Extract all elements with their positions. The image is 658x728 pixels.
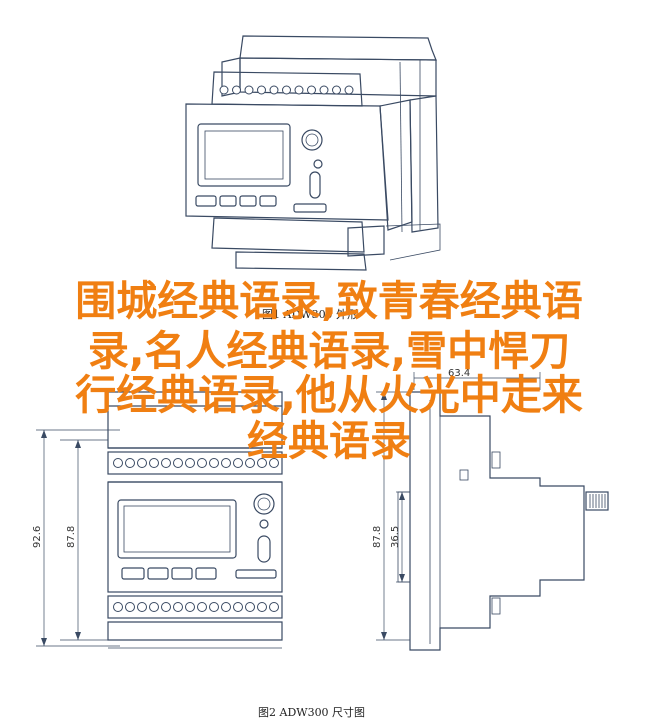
terminal-screw [221, 458, 231, 468]
overlay-line-3: 行经典语录,他从火光中走来 [75, 371, 583, 419]
terminal-screw [245, 602, 255, 612]
terminal-screw [257, 85, 266, 95]
dim-side-width: 63.4 [448, 368, 470, 379]
terminal-screw [113, 602, 123, 612]
terminal-screw [161, 602, 171, 612]
terminal-screw [209, 602, 219, 612]
dim-height-outer: 92.6 [32, 526, 43, 548]
dimension-lines-front [36, 429, 120, 647]
terminal-screw [319, 85, 329, 95]
terminal-screw [209, 458, 219, 468]
figure1-caption: 图1 ADW300 外形 [262, 308, 358, 321]
terminal-screw [233, 602, 243, 612]
terminal-screw [173, 458, 183, 468]
overlay-line-1: 围城经典语录,致青春经典语 [75, 277, 583, 325]
terminal-screw [269, 85, 279, 95]
device-3d-view [185, 35, 441, 271]
terminal-screw [137, 602, 147, 612]
terminal-screw [332, 85, 341, 95]
terminal-screw [257, 458, 267, 468]
dimension-lines-side [376, 372, 541, 641]
terminal-screw [307, 85, 316, 95]
terminal-screw [232, 85, 241, 95]
terminal-screw [149, 458, 159, 468]
terminal-screw [294, 85, 304, 95]
dim-side-inner: 36.5 [390, 526, 401, 548]
terminal-screw [257, 602, 267, 612]
dim-height-inner: 87.8 [66, 526, 77, 548]
terminal-screw [233, 458, 243, 468]
terminal-screw [125, 602, 135, 612]
overlay-line-2: 录,名人经典语录,雪中悍刀 [87, 327, 571, 375]
terminal-screw [269, 458, 279, 468]
terminal-screw [244, 85, 254, 95]
overlay-line-4: 经典语录 [247, 417, 411, 465]
terminal-screw [282, 85, 291, 95]
dim-side-height: 87.8 [372, 526, 383, 548]
terminal-screw [185, 602, 195, 612]
device-front-view [107, 391, 283, 649]
terminal-screw [137, 458, 147, 468]
terminal-screw [269, 602, 279, 612]
terminal-screw [344, 85, 354, 95]
terminal-screw [245, 458, 255, 468]
terminal-screw [197, 458, 207, 468]
terminal-screw [219, 85, 229, 95]
terminal-screw [161, 458, 171, 468]
terminal-screw [221, 602, 231, 612]
terminal-screw [185, 458, 195, 468]
terminal-screw [173, 602, 183, 612]
terminal-screw [113, 458, 123, 468]
terminal-screw [149, 602, 159, 612]
terminal-screw [197, 602, 207, 612]
terminal-screw [125, 458, 135, 468]
figure2-caption: 图2 ADW300 尺寸图 [258, 705, 365, 719]
